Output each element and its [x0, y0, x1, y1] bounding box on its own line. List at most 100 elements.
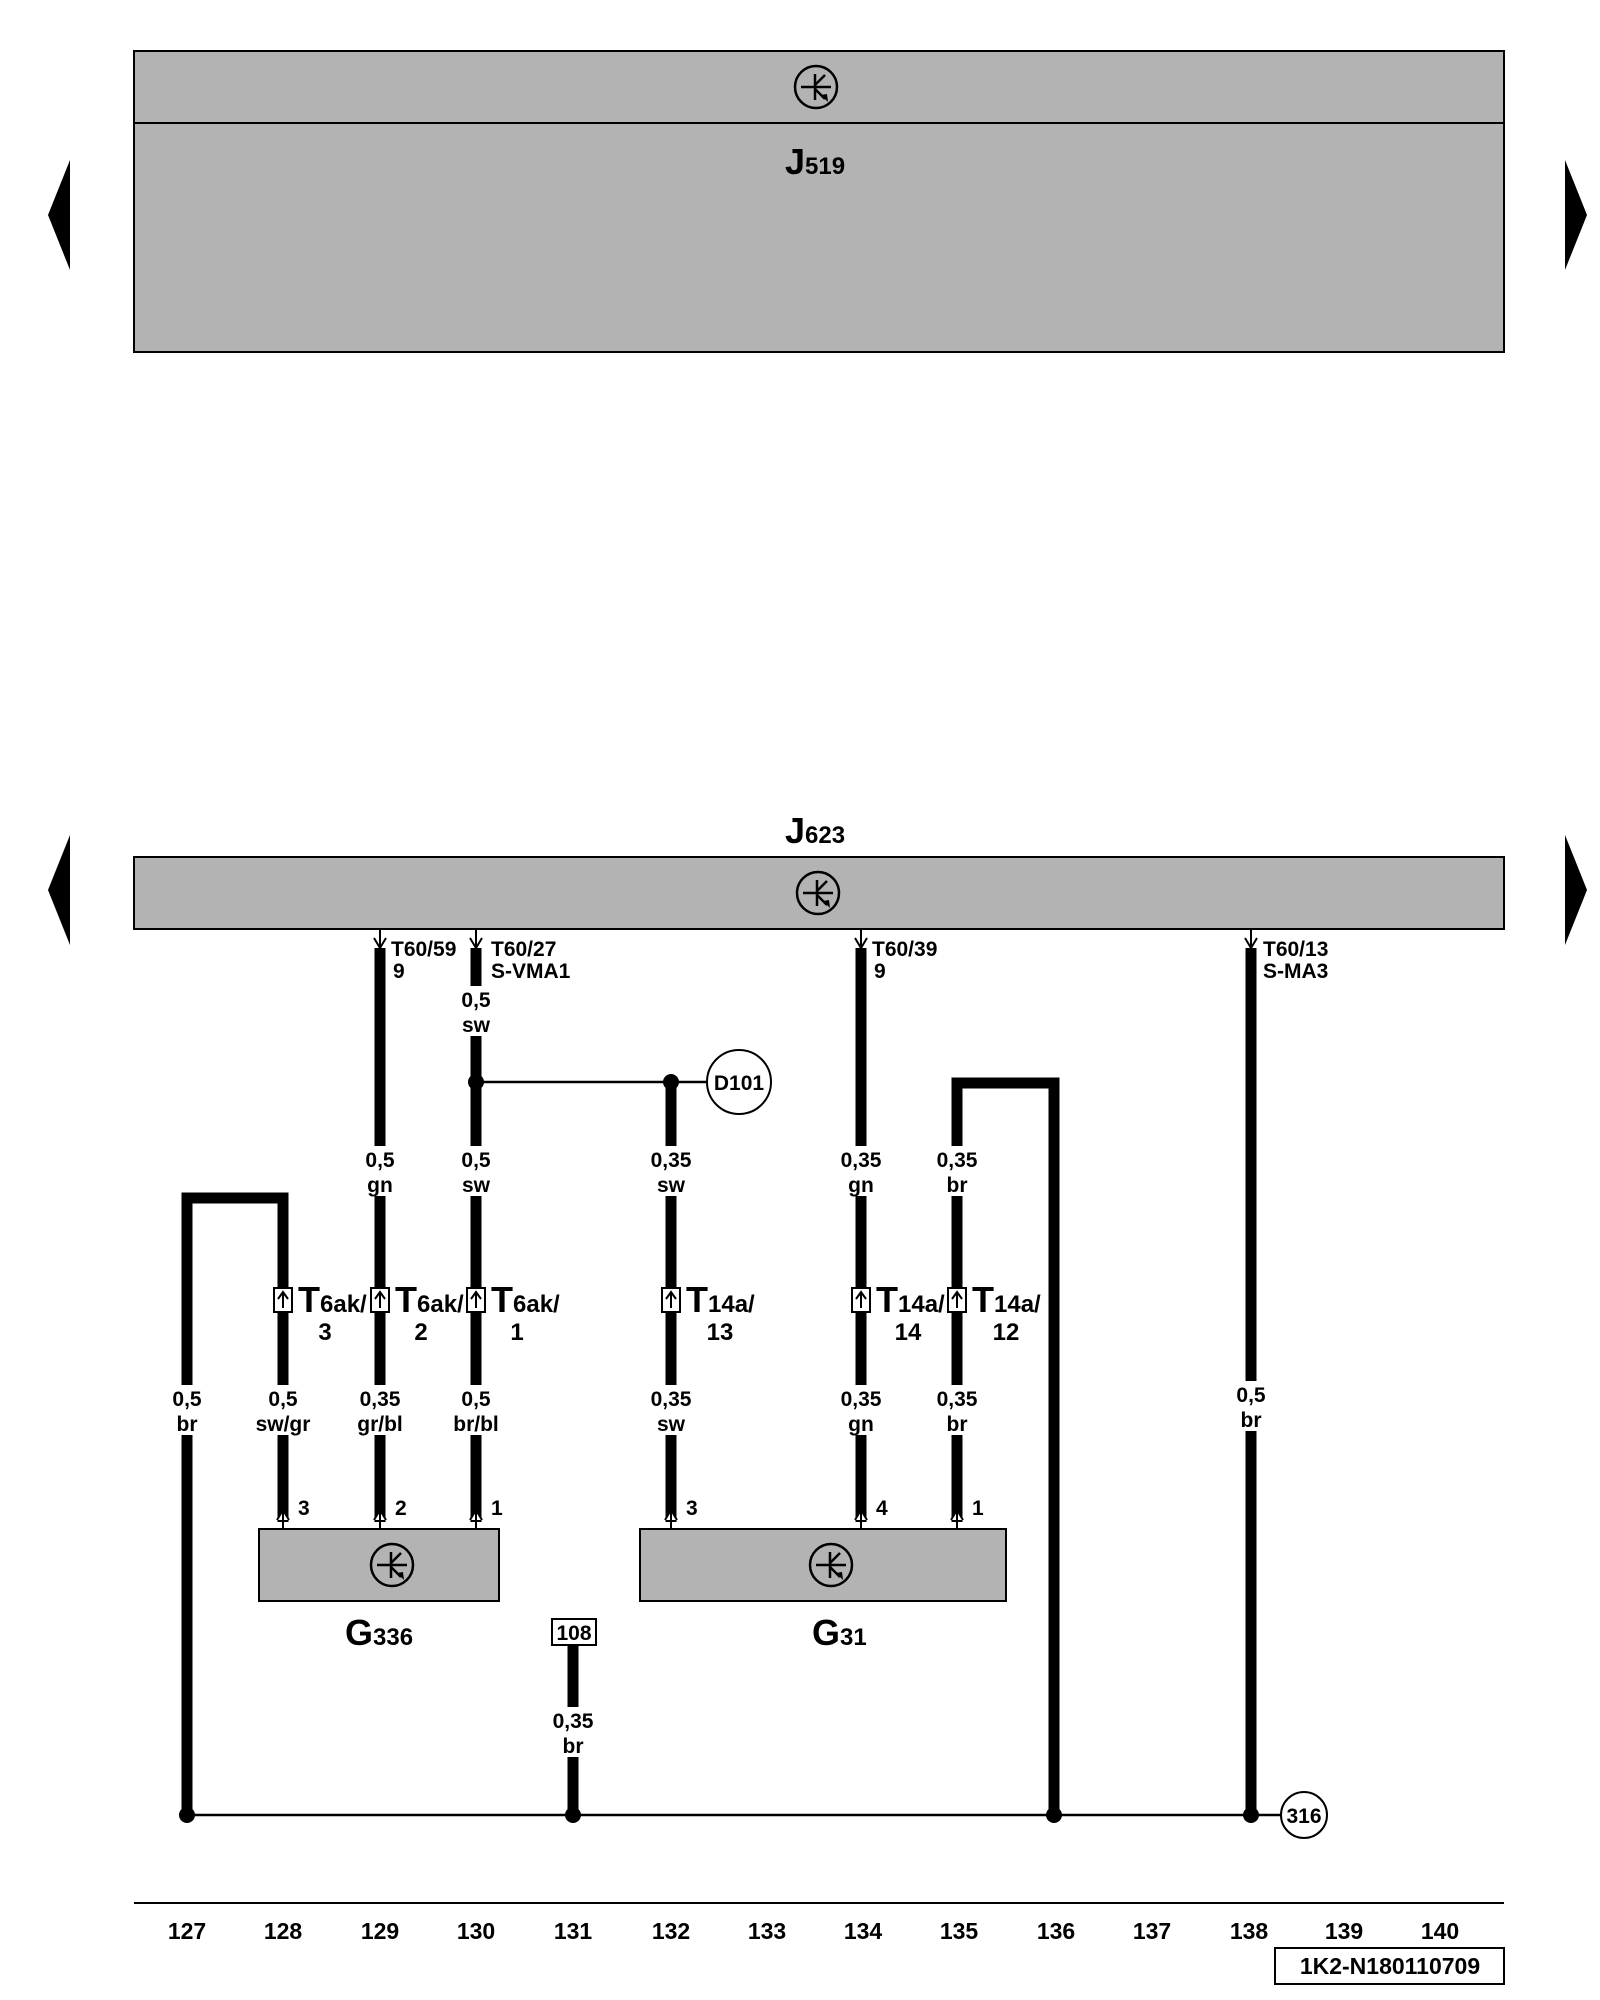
component-label-g31: G31: [812, 1612, 867, 1653]
svg-text:9: 9: [393, 960, 405, 983]
svg-text:108: 108: [556, 1622, 591, 1645]
svg-text:3: 3: [686, 1497, 698, 1520]
svg-text:0,35: 0,35: [937, 1149, 978, 1172]
svg-text:139: 139: [1325, 1918, 1363, 1944]
svg-text:0,35: 0,35: [651, 1388, 692, 1411]
ref-316[interactable]: 316: [1280, 1791, 1328, 1839]
j623-pin-arrows: [373, 929, 1258, 950]
svg-text:sw: sw: [462, 1174, 491, 1197]
page-prev-arrow-bottom[interactable]: [48, 835, 70, 945]
svg-text:1: 1: [972, 1497, 984, 1520]
page-next-arrow-top[interactable]: [1565, 160, 1587, 270]
svg-text:sw/gr: sw/gr: [256, 1413, 311, 1436]
svg-text:138: 138: [1230, 1918, 1269, 1944]
svg-text:0,5: 0,5: [365, 1149, 395, 1172]
component-pin-labels: 3 2 1 3 4 1: [298, 1497, 984, 1520]
svg-text:sw: sw: [657, 1413, 686, 1436]
svg-text:gn: gn: [848, 1413, 874, 1436]
svg-text:0,35: 0,35: [651, 1149, 692, 1172]
wire-labels: 0,5 sw 0,5 gn 0,5 sw 0,35 sw 0,35 gn 0,3…: [166, 986, 1272, 1758]
svg-text:T60/39: T60/39: [872, 938, 937, 961]
svg-text:127: 127: [168, 1918, 206, 1944]
svg-text:br: br: [563, 1735, 584, 1758]
ref-d101[interactable]: D101: [706, 1049, 772, 1115]
svg-text:0,35: 0,35: [937, 1388, 978, 1411]
svg-text:sw: sw: [657, 1174, 686, 1197]
svg-text:D101: D101: [714, 1072, 765, 1095]
svg-text:gr/bl: gr/bl: [357, 1413, 403, 1436]
connector-labels: T6ak/ 3 T6ak/ 2 T6ak/ 1 T14a/ 13 T14a/ 1…: [298, 1279, 1041, 1346]
svg-text:136: 136: [1037, 1918, 1075, 1944]
component-j519: J519: [133, 50, 1505, 353]
svg-text:br: br: [947, 1413, 968, 1436]
svg-text:2: 2: [395, 1497, 407, 1520]
svg-text:0,35: 0,35: [553, 1710, 594, 1733]
svg-text:3: 3: [298, 1497, 310, 1520]
svg-text:gn: gn: [367, 1174, 393, 1197]
connector-plug-icon: [273, 1287, 293, 1313]
electronic-symbol-icon: [793, 64, 839, 110]
svg-text:129: 129: [361, 1918, 399, 1944]
svg-text:3: 3: [318, 1319, 331, 1346]
junction-dots: [179, 1074, 1259, 1823]
svg-text:140: 140: [1421, 1918, 1459, 1944]
page-prev-arrow-top[interactable]: [48, 160, 70, 270]
svg-text:T14a/: T14a/: [686, 1279, 755, 1320]
svg-text:316: 316: [1286, 1805, 1321, 1828]
svg-text:0,5: 0,5: [1236, 1384, 1266, 1407]
connector-plug-icon: [851, 1287, 871, 1313]
svg-text:137: 137: [1133, 1918, 1171, 1944]
svg-text:0,35: 0,35: [360, 1388, 401, 1411]
svg-text:br: br: [1241, 1409, 1262, 1432]
svg-text:0,5: 0,5: [461, 989, 491, 1012]
svg-text:0,5: 0,5: [172, 1388, 202, 1411]
svg-text:135: 135: [940, 1918, 979, 1944]
svg-text:S-VMA1: S-VMA1: [491, 960, 571, 983]
electronic-symbol-icon: [369, 1542, 415, 1588]
svg-text:130: 130: [457, 1918, 495, 1944]
electronic-symbol-icon: [808, 1542, 854, 1588]
connector-plug-icon: [466, 1287, 486, 1313]
svg-text:1: 1: [510, 1319, 523, 1346]
svg-text:1: 1: [491, 1497, 503, 1520]
svg-text:133: 133: [748, 1918, 786, 1944]
j623-pin-labels: T60/59 9 T60/27 S-VMA1 T60/39 9 T60/13 S…: [391, 938, 1328, 983]
connector-plug-icon: [370, 1287, 390, 1313]
svg-text:134: 134: [844, 1918, 883, 1944]
svg-text:4: 4: [876, 1497, 888, 1520]
svg-text:128: 128: [264, 1918, 303, 1944]
connector-plug-icon: [661, 1287, 681, 1313]
connector-symbols: [273, 1287, 967, 1313]
svg-text:br: br: [177, 1413, 198, 1436]
svg-text:T6ak/: T6ak/: [298, 1279, 367, 1320]
svg-text:br: br: [947, 1174, 968, 1197]
svg-text:T14a/: T14a/: [972, 1279, 1041, 1320]
svg-text:132: 132: [652, 1918, 690, 1944]
svg-text:0,5: 0,5: [461, 1388, 491, 1411]
svg-text:T6ak/: T6ak/: [491, 1279, 560, 1320]
wire-127-128: [181, 1192, 289, 1815]
svg-text:gn: gn: [848, 1174, 874, 1197]
svg-text:131: 131: [554, 1918, 593, 1944]
svg-text:0,35: 0,35: [841, 1388, 882, 1411]
svg-text:14: 14: [895, 1319, 922, 1346]
svg-text:br/bl: br/bl: [453, 1413, 499, 1436]
svg-text:T14a/: T14a/: [876, 1279, 945, 1320]
svg-text:0,5: 0,5: [461, 1149, 491, 1172]
connector-plug-icon: [947, 1287, 967, 1313]
svg-text:2: 2: [414, 1319, 427, 1346]
electronic-symbol-icon: [795, 870, 841, 916]
svg-text:T60/27: T60/27: [491, 938, 556, 961]
svg-text:9: 9: [874, 960, 886, 983]
footer-code: 1K2-N180110709: [1274, 1947, 1505, 1985]
ref-108[interactable]: 108: [551, 1618, 597, 1646]
component-pin-arrows: [276, 1508, 964, 1529]
column-numbers: 127 128 129 130 131 132 133 134 135 136 …: [168, 1918, 1459, 1944]
page-next-arrow-bottom[interactable]: [1565, 835, 1587, 945]
component-g31: G31: [639, 1528, 1007, 1653]
component-j623: [133, 856, 1505, 930]
svg-text:13: 13: [707, 1319, 734, 1346]
component-label-g336: G336: [345, 1612, 413, 1653]
svg-text:sw: sw: [462, 1014, 491, 1037]
